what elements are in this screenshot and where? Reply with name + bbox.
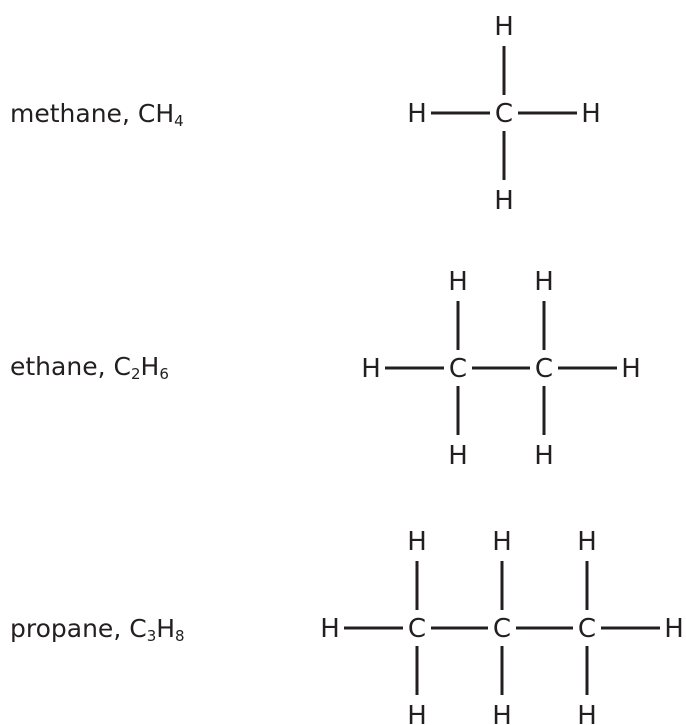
propane-formula-h: H: [156, 614, 176, 643]
hydrogen-atom: H: [534, 441, 554, 471]
propane-structure: C H H C H H C H H H H: [320, 527, 684, 725]
ethane-formula-c-count: 2: [130, 365, 141, 383]
ethane-name: ethane: [10, 352, 98, 381]
hydrogen-atom: H: [621, 354, 641, 384]
ethane-formula-h-count: 6: [159, 365, 169, 383]
carbon-atom: C: [408, 614, 426, 644]
hydrogen-atom: H: [664, 614, 684, 644]
hydrogen-atom: H: [448, 441, 468, 471]
carbon-atom: C: [495, 99, 513, 129]
propane-formula-c: C: [129, 614, 147, 643]
hydrogen-atom: H: [361, 354, 381, 384]
ethane-label: ethane, C2H6: [10, 352, 169, 383]
hydrogen-atom: H: [492, 701, 512, 725]
propane-formula-h-count: 8: [175, 627, 185, 645]
hydrogen-atom: H: [407, 527, 427, 557]
hydrogen-atom: H: [320, 614, 340, 644]
carbon-atom: C: [449, 354, 467, 384]
propane-name: propane: [10, 614, 114, 643]
hydrogen-atom: H: [577, 527, 597, 557]
methane-name: methane: [10, 99, 122, 128]
ethane-formula-h: H: [140, 352, 160, 381]
hydrogen-atom: H: [494, 12, 514, 42]
methane-formula-c: C: [137, 99, 156, 128]
propane-formula-c-count: 3: [146, 627, 157, 645]
hydrogen-atom: H: [534, 267, 554, 297]
hydrogen-atom: H: [492, 527, 512, 557]
hydrogen-atom: H: [581, 99, 601, 129]
hydrogen-atom: H: [448, 267, 468, 297]
methane-formula-h: H: [155, 99, 175, 128]
methane-formula-h-count: 4: [174, 112, 184, 130]
methane-label: methane, CH4: [10, 99, 184, 130]
ethane-formula-c: C: [113, 352, 131, 381]
hydrogen-atom: H: [494, 186, 514, 216]
hydrogen-atom: H: [577, 701, 597, 725]
carbon-atom: C: [578, 614, 596, 644]
propane-label: propane, C3H8: [10, 614, 185, 645]
carbon-atom: C: [493, 614, 511, 644]
ethane-structure: C H H C H H H H: [361, 267, 641, 471]
hydrogen-atom: H: [407, 99, 427, 129]
methane-structure: C H H H H: [407, 12, 601, 216]
hydrogen-atom: H: [407, 701, 427, 725]
carbon-atom: C: [535, 354, 553, 384]
